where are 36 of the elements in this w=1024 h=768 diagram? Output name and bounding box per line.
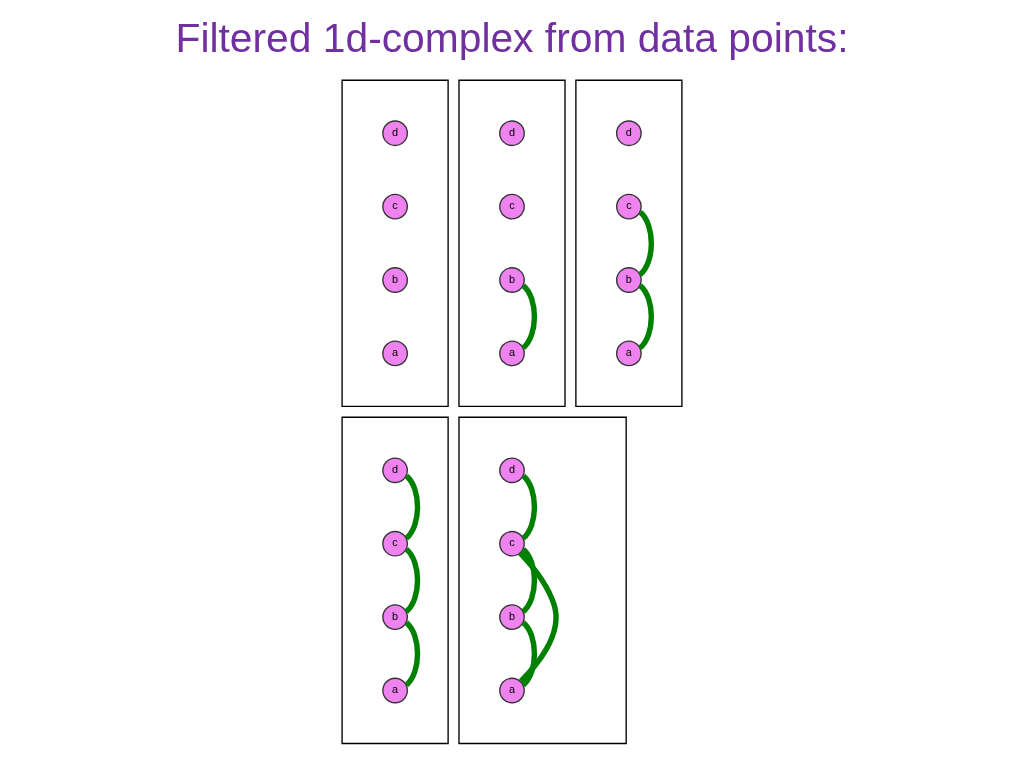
node-circle: a <box>616 340 642 367</box>
node-circle: b <box>499 604 525 630</box>
node-circle: d <box>499 457 525 484</box>
cluster <box>341 79 449 408</box>
connector <box>521 474 538 541</box>
node-circle: d <box>616 120 642 147</box>
node-circle: b <box>382 267 408 293</box>
node-circle: b <box>616 267 642 293</box>
connector <box>404 474 421 541</box>
cluster <box>575 79 683 408</box>
connector <box>518 551 559 684</box>
node-circle: c <box>499 530 525 557</box>
connector <box>521 620 538 687</box>
node-circle: c <box>382 193 408 220</box>
connector <box>521 547 538 614</box>
node-circle: a <box>499 340 525 367</box>
connector <box>638 283 654 350</box>
cluster <box>458 79 566 408</box>
node-circle: c <box>499 193 525 220</box>
node-circle: a <box>382 677 408 704</box>
cluster <box>341 416 449 745</box>
connector <box>638 210 654 277</box>
diagram-title: Filtered 1d-complex from data points: <box>175 14 849 61</box>
node-circle: c <box>382 530 408 557</box>
node-circle: c <box>616 193 642 220</box>
node-circle: b <box>382 604 408 630</box>
node-circle: d <box>382 457 408 484</box>
node-circle: a <box>499 677 525 704</box>
node-circle: d <box>499 120 525 147</box>
connector <box>521 283 538 350</box>
connector <box>404 620 421 687</box>
node-circle: b <box>499 267 525 293</box>
node-circle: a <box>382 340 408 367</box>
cluster <box>458 416 627 745</box>
node-circle: d <box>382 120 408 147</box>
connector <box>404 547 421 614</box>
